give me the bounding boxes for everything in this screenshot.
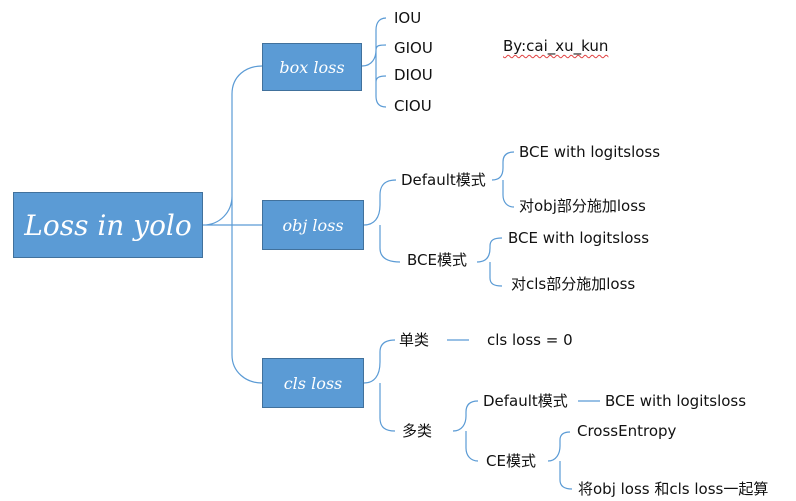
cls-single-value: cls loss = 0 (487, 331, 573, 349)
box-loss-node: box loss (262, 43, 362, 91)
obj-bce-item-2: 对cls部分施加loss (511, 275, 636, 293)
obj-bce-mode: BCE模式 (407, 251, 467, 269)
box-loss-item-diou: DIOU (394, 66, 433, 84)
cls-single-label: 单类 (399, 331, 430, 349)
connector-box-loss (361, 17, 387, 108)
box-loss-item-giou: GIOU (394, 39, 433, 57)
connector-cls-multi (452, 400, 479, 462)
cls-ce-mode: CE模式 (486, 452, 536, 470)
obj-loss-node: obj loss (262, 200, 364, 250)
connector-cls-ce (547, 431, 573, 490)
root-node: Loss in yolo (13, 192, 203, 258)
obj-default-mode: Default模式 (401, 171, 486, 189)
cls-loss-node: cls loss (262, 358, 364, 408)
connector-obj-loss (363, 179, 401, 263)
connector-obj-default (491, 151, 515, 208)
box-loss-item-ciou: CIOU (394, 97, 432, 115)
cls-ce-item-2: 将obj loss 和cls loss一起算 (578, 480, 769, 498)
cls-multi-label: 多类 (402, 422, 433, 440)
cls-multi-default-mode: Default模式 (483, 392, 568, 410)
connector-obj-bce (476, 237, 503, 287)
box-loss-item-iou: IOU (394, 9, 422, 27)
connector-cls-loss (363, 339, 396, 432)
cls-multi-default-value: BCE with logitsloss (605, 392, 747, 410)
cls-loss-label: cls loss (283, 373, 343, 393)
root-label: Loss in yolo (24, 208, 192, 242)
obj-default-item-1: BCE with logitsloss (519, 143, 661, 161)
author-label: By:cai_xu_kun (503, 37, 609, 55)
obj-loss-label: obj loss (282, 215, 344, 235)
box-loss-label: box loss (279, 57, 345, 77)
obj-default-item-2: 对obj部分施加loss (519, 197, 646, 215)
connector-root-level1 (202, 65, 263, 384)
obj-bce-item-1: BCE with logitsloss (508, 229, 650, 247)
cls-ce-item-1: CrossEntropy (577, 422, 677, 440)
